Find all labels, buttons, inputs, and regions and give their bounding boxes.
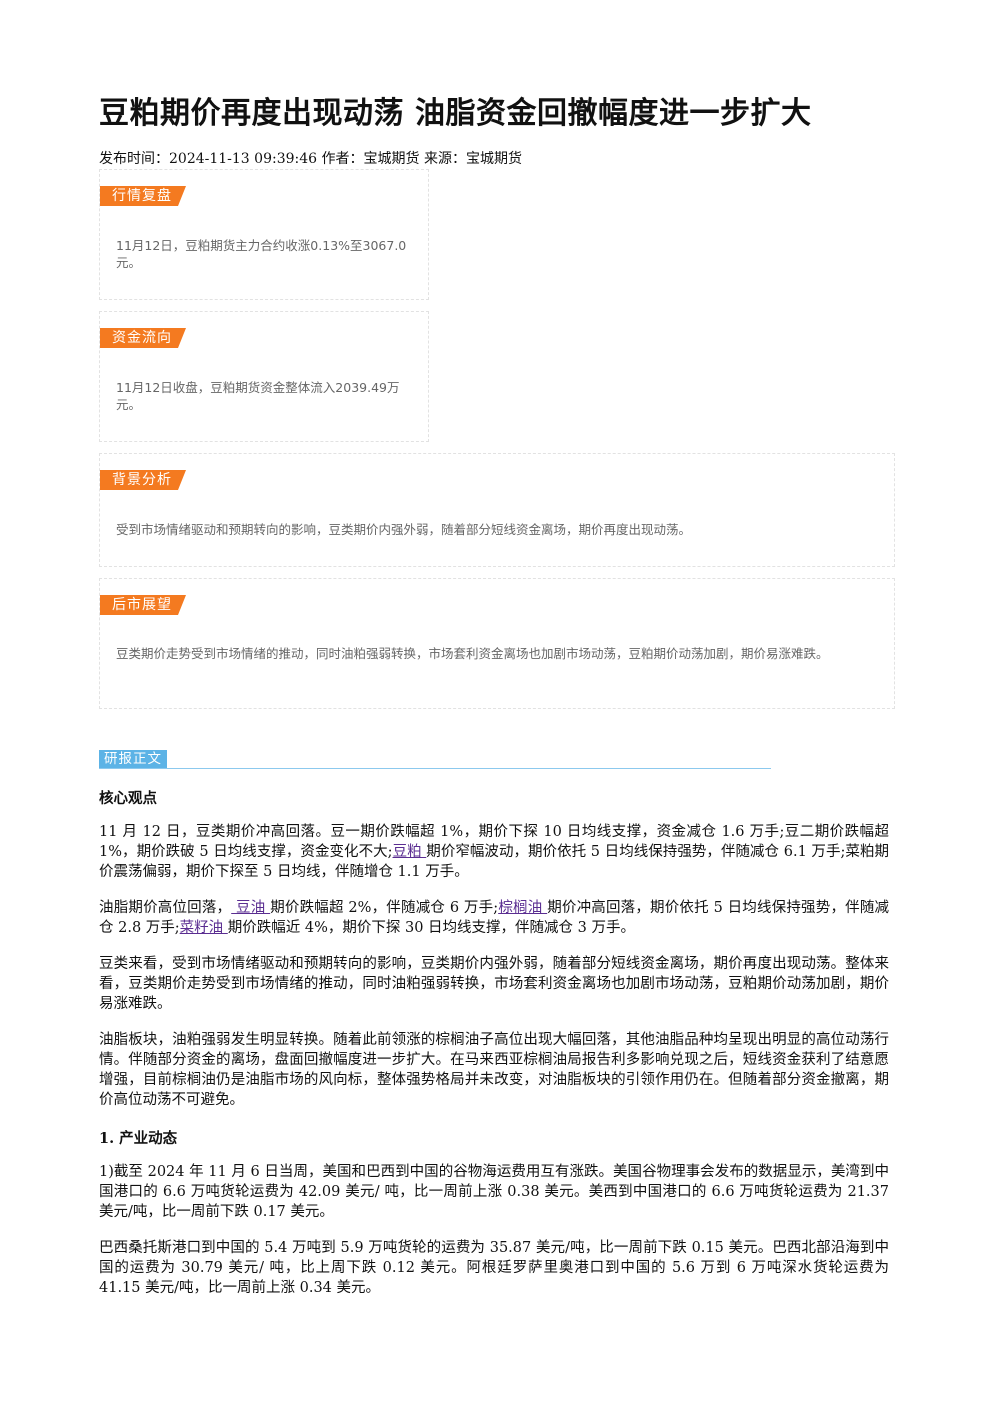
paragraph-2-text-d: 期价跌幅近 4%，期价下探 30 日均线支撑，伴随减仓 3 万手。 [227, 920, 636, 936]
card-text-background-analysis: 受到市场情绪驱动和预期转向的影响，豆类期价内强外弱，随着部分短线资金离场，期价再… [116, 522, 692, 537]
paragraph-2-text-b: 期价跌幅超 2%，伴随减仓 6 万手; [270, 900, 499, 916]
background-analysis-card: 背景分析 受到市场情绪驱动和预期转向的影响，豆类期价内强外弱，随着部分短线资金离… [99, 453, 895, 567]
link-palm-oil[interactable]: 棕榈油 [498, 900, 548, 916]
card-tag-outlook: 后市展望 [100, 595, 186, 615]
article-meta: 发布时间：2024-11-13 09:39:46 作者：宝城期货 来源：宝城期货 [99, 151, 522, 167]
report-section-header: 研报正文 [99, 750, 771, 770]
paragraph-2-text-c: 期价冲高回落，期价依托 5 日均线保持强势，伴随减仓 2.8 万手; [99, 900, 890, 936]
link-soybean-meal[interactable]: 豆粕 [392, 844, 427, 860]
industry-heading: 1. 产业动态 [99, 1130, 178, 1147]
paragraph-1-text-b: 期价窄幅波动，期价依托 5 日均线保持强势，伴随减仓 6.1 万手;菜粕期价震荡… [99, 844, 889, 880]
paragraph-2-text-a: 油脂期价高位回落， [99, 900, 232, 916]
card-text-fund-flow: 11月12日收盘，豆粕期货资金整体流入2039.49万元。 [116, 380, 400, 412]
report-divider [99, 768, 771, 769]
core-view-heading: 核心观点 [99, 790, 157, 807]
outlook-card: 后市展望 豆类期价走势受到市场情绪的推动，同时油粕强弱转换，市场套利资金离场也加… [99, 578, 895, 709]
paragraph-1: 11 月 12 日，豆类期价冲高回落。豆一期价跌幅超 1%，期价下探 10 日均… [99, 822, 889, 882]
article-title: 豆粕期价再度出现动荡 油脂资金回撤幅度进一步扩大 [99, 96, 812, 131]
card-tag-fund-flow: 资金流向 [100, 328, 186, 348]
market-review-card: 行情复盘 11月12日，豆粕期货主力合约收涨0.13%至3067.0元。 [99, 169, 429, 300]
paragraph-1-text-a: 11 月 12 日，豆类期价冲高回落。豆一期价跌幅超 1%，期价下探 10 日均… [99, 824, 889, 860]
card-tag-background-analysis: 背景分析 [100, 470, 186, 490]
paragraph-4: 油脂板块，油粕强弱发生明显转换。随着此前领涨的棕榈油子高位出现大幅回落，其他油脂… [99, 1032, 889, 1108]
card-text-outlook: 豆类期价走势受到市场情绪的推动，同时油粕强弱转换，市场套利资金离场也加剧市场动荡… [116, 646, 829, 661]
link-rapeseed-oil[interactable]: 菜籽油 [179, 920, 228, 936]
paragraph-2: 油脂期价高位回落， 豆油 期价跌幅超 2%，伴随减仓 6 万手;棕榈油 期价冲高… [99, 898, 889, 938]
card-tag-market-review: 行情复盘 [100, 186, 186, 206]
card-text-market-review: 11月12日，豆粕期货主力合约收涨0.13%至3067.0元。 [116, 238, 407, 270]
paragraph-5: 1)截至 2024 年 11 月 6 日当周，美国和巴西到中国的谷物海运费用互有… [99, 1164, 889, 1220]
paragraph-6: 巴西桑托斯港口到中国的 5.4 万吨到 5.9 万吨货轮的运费为 35.87 美… [99, 1240, 889, 1296]
paragraph-3: 豆类来看，受到市场情绪驱动和预期转向的影响，豆类期价内强外弱，随着部分短线资金离… [99, 956, 889, 1012]
report-tag: 研报正文 [99, 750, 167, 769]
fund-flow-card: 资金流向 11月12日收盘，豆粕期货资金整体流入2039.49万元。 [99, 311, 429, 442]
link-soybean-oil[interactable]: 豆油 [231, 900, 271, 916]
